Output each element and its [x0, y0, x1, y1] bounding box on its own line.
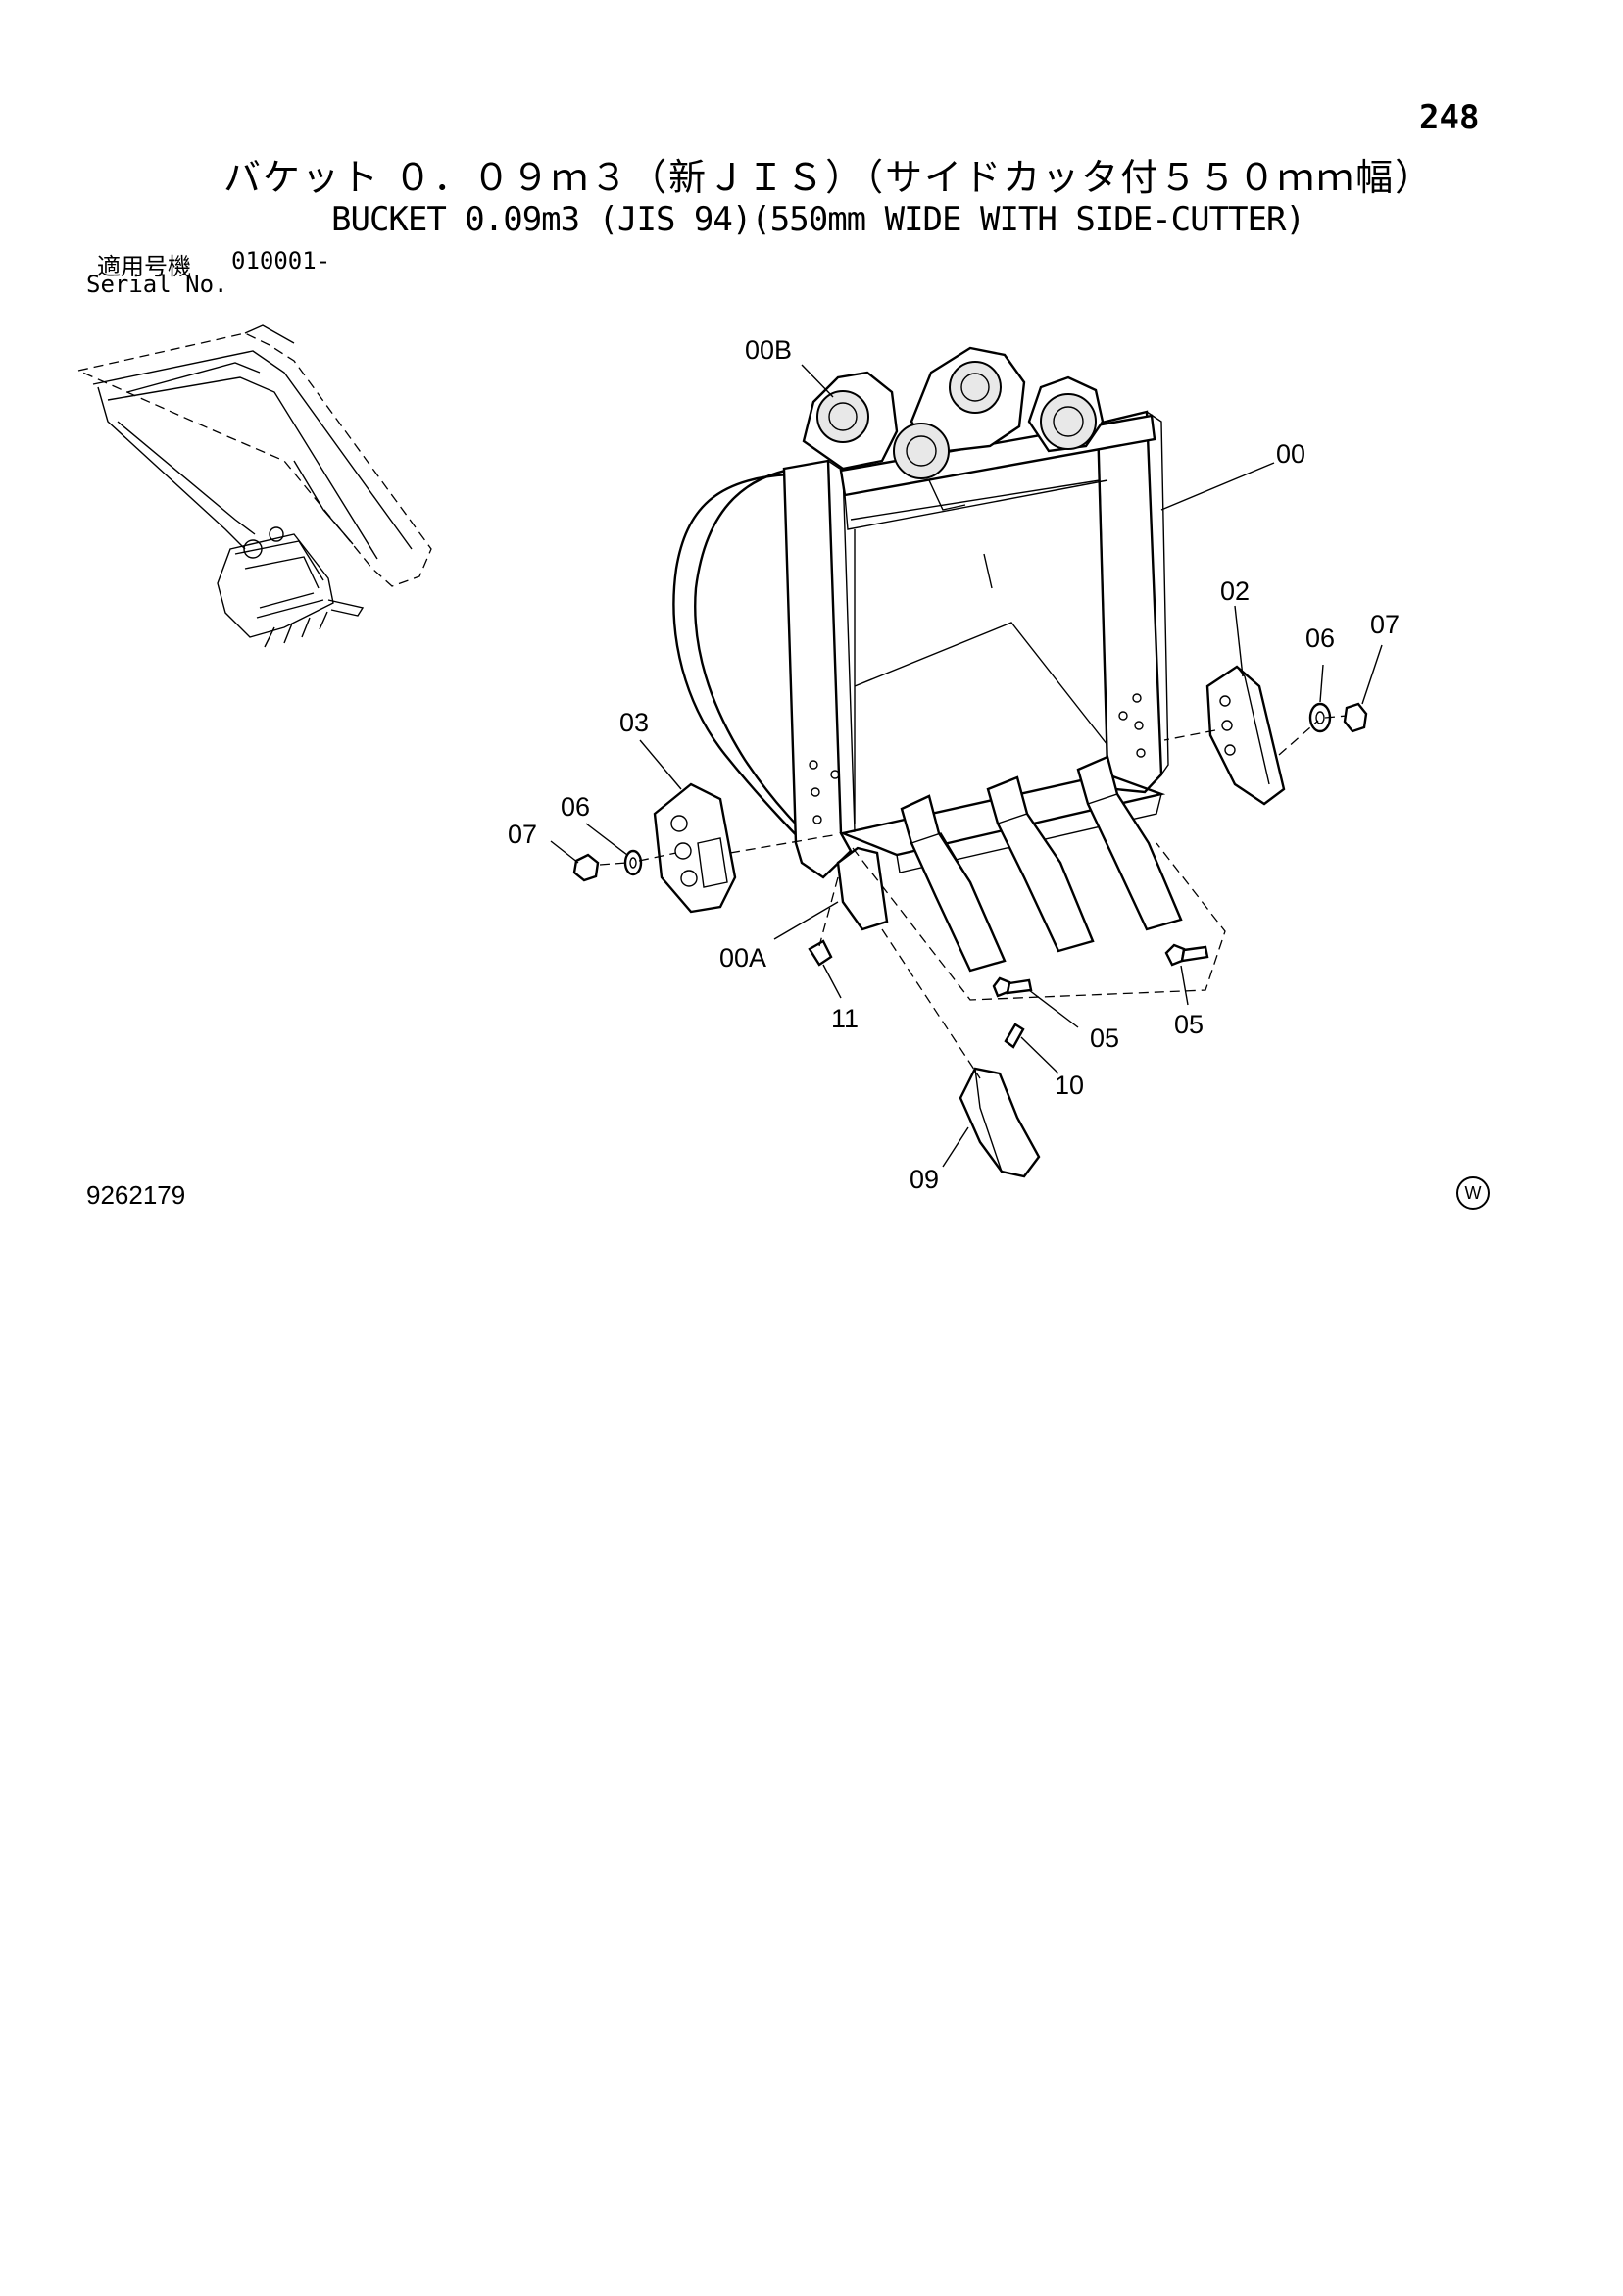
callout-06-right: 06 — [1305, 624, 1335, 653]
callout-10: 10 — [1055, 1071, 1084, 1100]
serial-label-japanese: 適用号機 — [97, 253, 191, 280]
callout-03: 03 — [619, 708, 649, 737]
callout-11: 11 — [831, 1004, 859, 1033]
figure-number: 9262179 — [86, 1180, 186, 1210]
excavator-arm-thumbnail — [75, 324, 432, 648]
assembly-lines — [599, 715, 1348, 1079]
side-cutter-left — [653, 782, 737, 914]
leader-lines — [550, 364, 1383, 1168]
page-number: 248 — [1419, 98, 1480, 137]
bucket-teeth — [836, 755, 1183, 973]
serial-label-english: Serial No. — [86, 271, 228, 298]
side-cutter-right — [1205, 665, 1286, 806]
callout-00B: 00B — [745, 335, 792, 365]
callout-07-left: 07 — [508, 820, 537, 849]
callout-05-middle: 05 — [1090, 1023, 1119, 1053]
fasteners — [572, 702, 1368, 1049]
callout-06-left: 06 — [561, 792, 590, 822]
callout-09: 09 — [910, 1165, 939, 1194]
callout-00A: 00A — [719, 943, 766, 973]
callout-05-right: 05 — [1174, 1010, 1204, 1039]
callout-02: 02 — [1220, 576, 1250, 606]
corner-mark: W — [1456, 1176, 1490, 1210]
title-english: BUCKET 0.09m3 (JIS 94)(550mm WIDE WITH S… — [331, 200, 1305, 239]
callout-00: 00 — [1276, 439, 1305, 469]
callout-07-right: 07 — [1370, 610, 1400, 639]
serial-value: 010001- — [231, 247, 331, 275]
tooth-detached — [959, 1067, 1041, 1178]
bucket-assembly — [672, 346, 1169, 879]
title-japanese: バケット ０．０９ｍ３（新ＪＩＳ）（サイドカッタ付５５０ｍｍ幅） — [223, 156, 1435, 199]
